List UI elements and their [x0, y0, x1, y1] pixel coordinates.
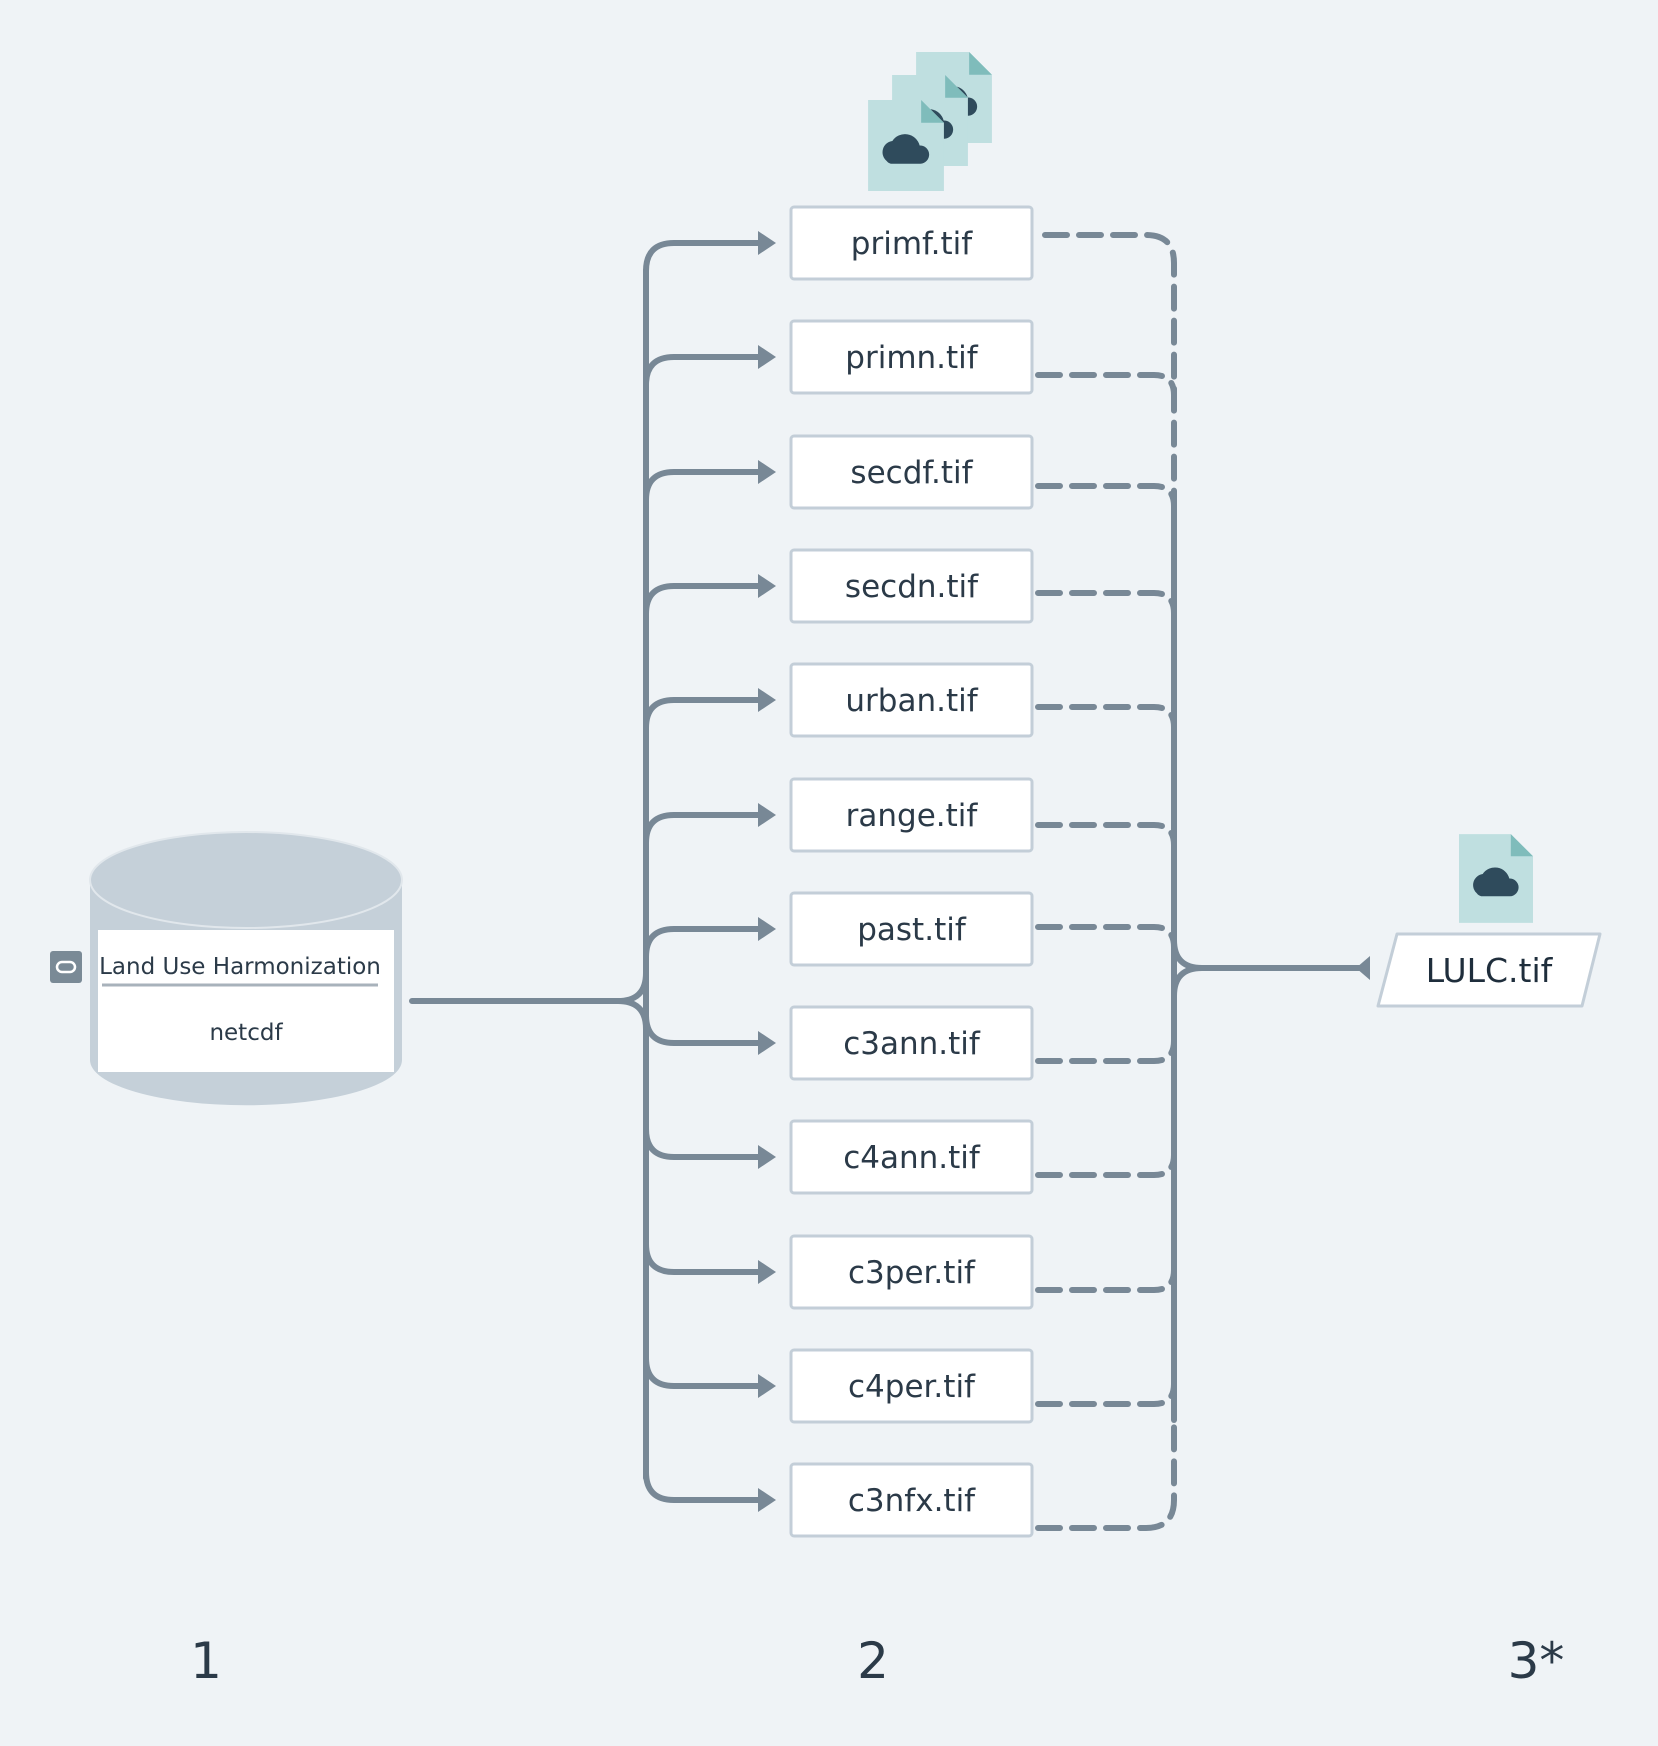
split-file-list: primf.tif primn.tif secdf.tif secdn.tif urba… [789, 205, 1034, 1538]
file-box [789, 1462, 1034, 1538]
file-box [789, 319, 1034, 395]
stage-3-number: 3* [1508, 1632, 1565, 1690]
file-label: range.tif [846, 798, 979, 834]
source-dataset: Land Use Harmonization netcdf [89, 831, 403, 1106]
split-arrowhead [758, 1260, 776, 1284]
file-label: past.tif [857, 912, 967, 948]
file-box [789, 1119, 1034, 1195]
file-node: range.tif [789, 777, 1034, 853]
merge-trunk [1171, 937, 1369, 971]
file-box [789, 548, 1034, 624]
merge-connector [1035, 924, 1177, 950]
link-icon[interactable] [50, 951, 82, 983]
file-node: primn.tif [789, 319, 1034, 395]
source-title: Land Use Harmonization [99, 954, 381, 980]
file-label: c3nfx.tif [848, 1483, 976, 1519]
merge-connector [1035, 1397, 1177, 1531]
stage-1-number: 1 [190, 1632, 222, 1690]
split-arrowhead [758, 688, 776, 712]
merge-spine-group [1171, 497, 1369, 1423]
file-label: urban.tif [845, 683, 978, 719]
file-node: c4per.tif [789, 1348, 1034, 1424]
file-box [789, 1005, 1034, 1081]
file-node: urban.tif [789, 662, 1034, 738]
merge-connector [1035, 1152, 1177, 1178]
split-branch [643, 812, 765, 846]
file-node: secdn.tif [789, 548, 1034, 624]
merge-connector [1035, 1267, 1177, 1293]
split-arrowhead [758, 231, 776, 255]
split-arrowhead [758, 574, 776, 598]
split-arrowhead [758, 917, 776, 941]
split-connectors [409, 267, 649, 1481]
split-branch [643, 1241, 765, 1275]
split-arrowhead [758, 803, 776, 827]
file-box [789, 1348, 1034, 1424]
file-label: primf.tif [851, 226, 974, 262]
merge-trunk-lower [1171, 965, 1205, 999]
merge-connector [1035, 483, 1177, 509]
file-box [789, 1234, 1034, 1310]
split-arrowheads [758, 231, 776, 1512]
split-branch [643, 354, 765, 388]
file-node: secdf.tif [789, 434, 1034, 510]
source-trunk [409, 970, 649, 1004]
file-node: past.tif [789, 891, 1034, 967]
file-box [789, 891, 1034, 967]
file-node: c3per.tif [789, 1234, 1034, 1310]
source-cylinder-top [89, 831, 403, 929]
output-label: LULC.tif [1426, 951, 1554, 990]
file-label: c4ann.tif [843, 1140, 981, 1176]
split-arrowhead [758, 1145, 776, 1169]
split-branch [643, 1469, 765, 1503]
file-node: c3ann.tif [789, 1005, 1034, 1081]
split-branch [643, 1355, 765, 1389]
split-branch [643, 1012, 765, 1046]
cloud-file-icon [1459, 834, 1533, 923]
file-label: primn.tif [845, 340, 979, 376]
split-branch [643, 1126, 765, 1160]
split-arrowhead [758, 345, 776, 369]
file-box [789, 662, 1034, 738]
merge-connector [1042, 232, 1177, 503]
split-arrowhead [758, 1031, 776, 1055]
split-arrowhead [758, 460, 776, 484]
source-card [98, 930, 394, 1072]
merge-connector [1035, 704, 1177, 730]
file-node: c3nfx.tif [789, 1462, 1034, 1538]
split-branch [643, 926, 765, 960]
split-branch [643, 469, 765, 503]
merge-connector [1035, 372, 1177, 398]
merge-connector [1035, 1381, 1177, 1407]
file-box [789, 205, 1034, 281]
source-format: netcdf [209, 1020, 283, 1046]
file-box [789, 777, 1034, 853]
split-branch [643, 697, 765, 731]
file-node: primf.tif [789, 205, 1034, 281]
merge-connector [1035, 590, 1177, 616]
output-parallelogram [1376, 932, 1602, 1008]
split-arrowhead [758, 1488, 776, 1512]
split-arrowhead [758, 1374, 776, 1398]
output-arrowhead [1356, 956, 1370, 980]
merge-connectors [1035, 232, 1177, 1531]
source-trunk-lower [615, 998, 649, 1032]
merge-connector [1035, 822, 1177, 848]
split-branch [643, 583, 765, 617]
merge-connector [1035, 1038, 1177, 1064]
file-label: c3ann.tif [843, 1026, 981, 1062]
file-stack-icon [868, 52, 992, 191]
split-branches [643, 240, 765, 1503]
file-node: c4ann.tif [789, 1119, 1034, 1195]
file-label: secdn.tif [845, 569, 979, 605]
file-box [789, 434, 1034, 510]
output-node: LULC.tif [1376, 932, 1602, 1008]
stage-2-number: 2 [857, 1632, 889, 1690]
split-branch [643, 240, 765, 274]
file-label: secdf.tif [850, 455, 973, 491]
file-label: c3per.tif [848, 1255, 976, 1291]
file-label: c4per.tif [848, 1369, 976, 1405]
